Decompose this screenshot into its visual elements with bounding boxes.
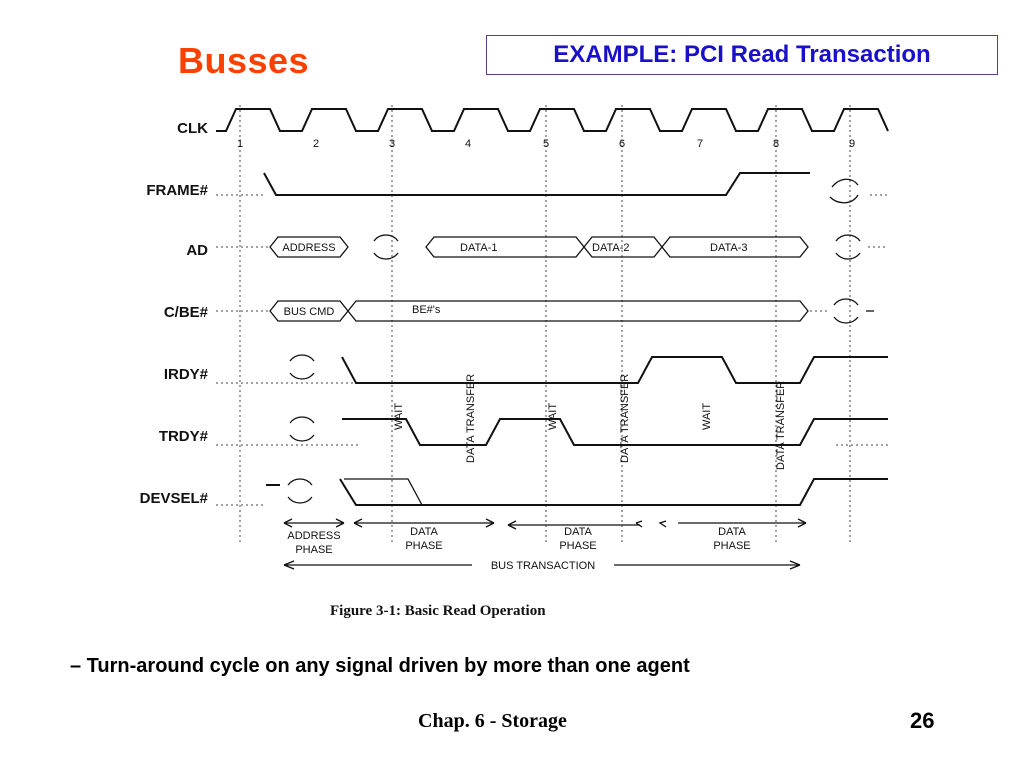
wait-label: WAIT — [547, 403, 559, 430]
data-transfer-label: DATA TRANSFER — [465, 374, 477, 463]
trdy-waveform — [216, 416, 888, 446]
ad-data2-label: DATA-2 — [592, 242, 630, 254]
clock-number: 4 — [465, 138, 471, 150]
clock-guides — [239, 105, 851, 545]
phase-label: DATA — [718, 526, 746, 538]
clock-number: 5 — [543, 138, 549, 150]
signal-label-trdy: TRDY# — [159, 428, 209, 445]
signal-label-devsel: DEVSEL# — [140, 490, 209, 507]
phase-label: PHASE — [405, 540, 442, 552]
clock-number: 3 — [389, 138, 395, 150]
phase-label: PHASE — [295, 544, 332, 556]
example-label: EXAMPLE: PCI Read Transaction — [486, 35, 998, 75]
wait-label: WAIT — [701, 403, 713, 430]
signal-label-clk: CLK — [177, 120, 208, 137]
slide-title: Busses — [178, 40, 310, 81]
data-transfer-label: DATA TRANSFER — [619, 374, 631, 463]
data-transfer-label: DATA TRANSFER — [775, 381, 787, 470]
phase-label: DATA — [564, 526, 592, 538]
page-number: 26 — [910, 708, 935, 733]
cbe-bus-cmd-label: BUS CMD — [284, 306, 335, 318]
phase-label: PHASE — [713, 540, 750, 552]
bus-transaction-label: BUS TRANSACTION — [491, 560, 595, 572]
ad-data1-label: DATA-1 — [460, 242, 498, 254]
footer-chapter: Chap. 6 - Storage — [418, 710, 567, 732]
cbe-be-label: BE#'s — [412, 304, 441, 316]
signal-label-irdy: IRDY# — [164, 366, 209, 383]
ad-address-label: ADDRESS — [282, 242, 335, 254]
ad-waveform: ADDRESS DATA-1 DATA-2 DATA-3 — [216, 234, 888, 260]
clock-number: 8 — [773, 138, 779, 150]
ad-data3-label: DATA-3 — [710, 242, 748, 254]
devsel-waveform — [216, 478, 888, 506]
signal-label-cbe: C/BE# — [164, 304, 209, 321]
clock-numbers: 1 2 3 4 5 6 7 8 9 — [237, 138, 855, 150]
signal-label-ad: AD — [186, 242, 208, 259]
clock-number: 6 — [619, 138, 625, 150]
phase-label: PHASE — [559, 540, 596, 552]
wait-label: WAIT — [393, 403, 405, 430]
signal-labels: CLK FRAME# AD C/BE# IRDY# TRDY# DEVSEL# — [140, 120, 209, 507]
bullet-text: – Turn-around cycle on any signal driven… — [70, 655, 690, 677]
clock-number: 9 — [849, 138, 855, 150]
phase-label: ADDRESS — [287, 530, 340, 542]
frame-waveform — [216, 172, 888, 204]
clock-number: 1 — [237, 138, 243, 150]
cbe-waveform: BUS CMD BE#'s — [216, 298, 874, 324]
timing-diagram: CLK FRAME# AD C/BE# IRDY# TRDY# DEVSEL# … — [130, 95, 890, 625]
signal-label-frame: FRAME# — [146, 182, 208, 199]
vertical-annotations: WAIT DATA TRANSFER WAIT DATA TRANSFER WA… — [393, 374, 787, 470]
irdy-waveform — [216, 354, 888, 384]
clk-waveform — [216, 108, 889, 132]
phase-label: DATA — [410, 526, 438, 538]
figure-caption: Figure 3-1: Basic Read Operation — [330, 603, 546, 619]
clock-number: 2 — [313, 138, 319, 150]
clock-number: 7 — [697, 138, 703, 150]
phase-labels: ADDRESS PHASE DATA PHASE DATA PHASE DATA… — [287, 526, 750, 572]
